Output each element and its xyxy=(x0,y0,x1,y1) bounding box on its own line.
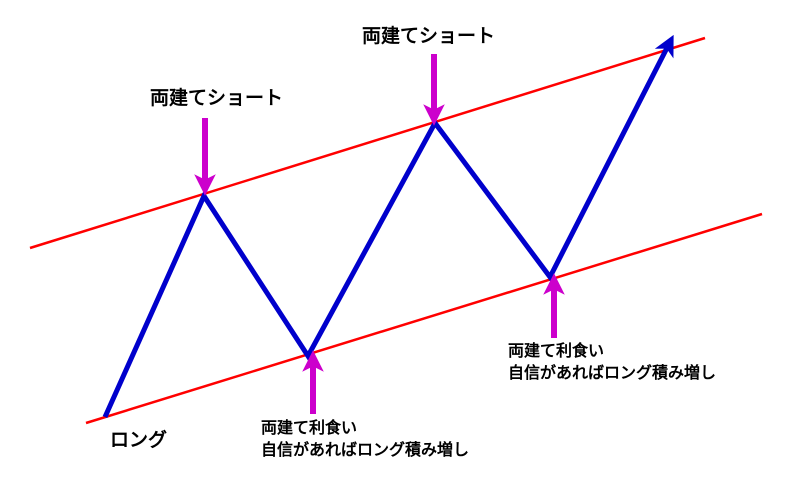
series-upper-trend-line xyxy=(29,36,706,250)
price-path-group xyxy=(102,34,674,419)
annotation-label-takeprofit-2-line-1: 両建て利食い xyxy=(508,341,605,360)
annotation-label-short-1-line-1: 両建てショート xyxy=(150,87,284,109)
series-lower-trend-line xyxy=(85,212,763,425)
annotation-label-long-entry: ロング xyxy=(110,428,167,454)
annotation-label-takeprofit-1-line-1: 両建て利食い xyxy=(261,418,358,437)
annotation-label-takeprofit-1-line-2: 自信があればロング積み増し xyxy=(261,439,470,459)
series-price-path xyxy=(102,34,674,419)
annotation-label-short-1: 両建てショート xyxy=(150,86,283,112)
annotation-arrows-group xyxy=(194,54,565,414)
trend-lines-group xyxy=(29,36,763,425)
annotation-label-short-2-line-1: 両建てショート xyxy=(362,25,496,47)
annotation-label-takeprofit-1: 両建て利食い自信があればロング積み増し xyxy=(261,417,469,460)
annotation-label-short-2: 両建てショート xyxy=(362,24,495,50)
annotation-label-long-entry-line-1: ロング xyxy=(110,429,168,451)
annotation-label-takeprofit-2-line-2: 自信があればロング積み増し xyxy=(508,362,717,382)
annotation-label-takeprofit-2: 両建て利食い自信があればロング積み増し xyxy=(508,340,716,383)
